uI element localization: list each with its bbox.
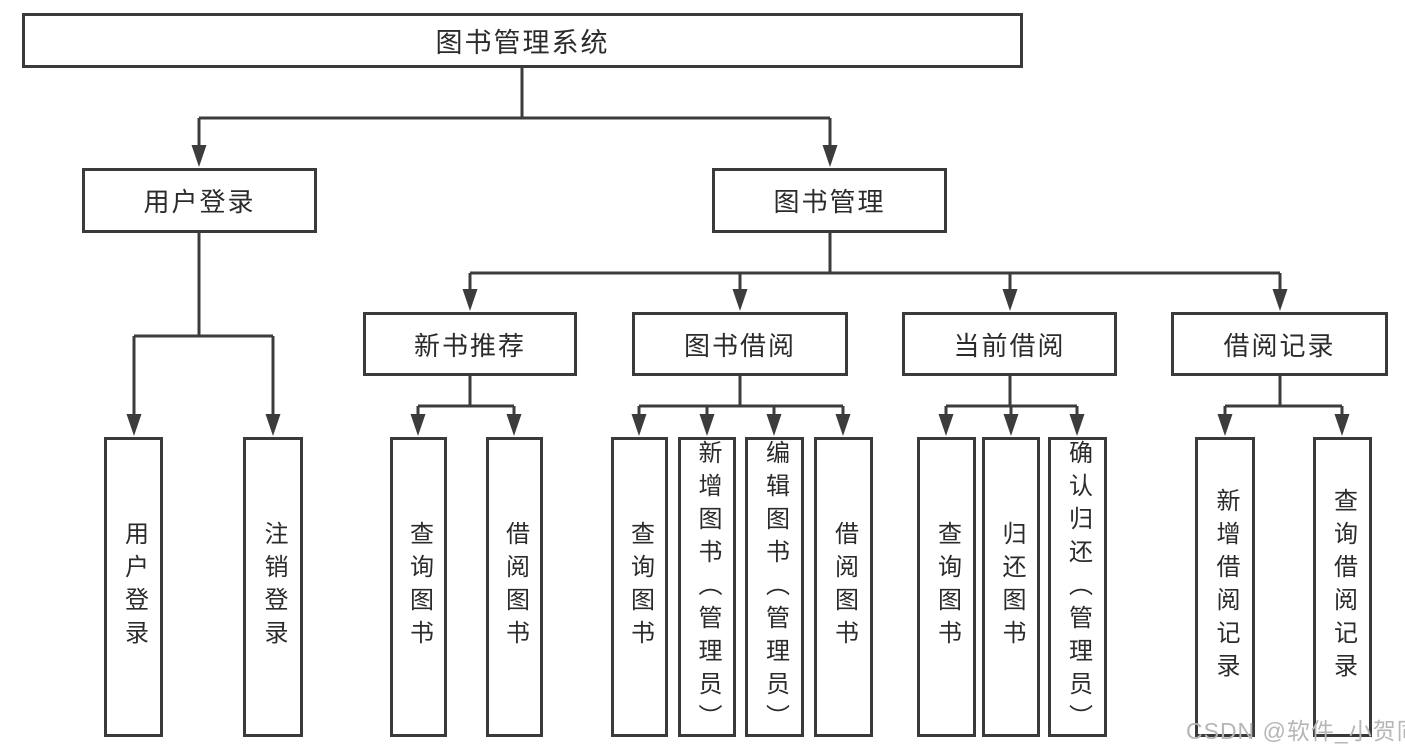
node-leaf-add-books-admin: 新增图书（管理员）	[678, 437, 736, 737]
node-book-management: 图书管理	[712, 168, 947, 233]
edge-root-to-level2	[191, 68, 838, 167]
arrowhead-icon	[1272, 289, 1288, 311]
arrowhead-icon	[732, 289, 748, 311]
node-leaf-confirm-return-admin: 确认归还（管理员）	[1048, 437, 1107, 737]
node-leaf-user-login: 用户登录	[104, 437, 163, 737]
edge-borrow-to-leaves	[631, 376, 851, 436]
arrowhead-icon	[1003, 414, 1019, 436]
node-leaf-borrow-books-2: 借阅图书	[814, 437, 873, 737]
node-leaf-borrow-books-1: 借阅图书	[486, 437, 543, 737]
arrowhead-icon	[699, 414, 715, 436]
edge-login-to-leaves	[126, 233, 281, 436]
arrowhead-icon	[1217, 414, 1233, 436]
node-leaf-query-books-2: 查询图书	[611, 437, 668, 737]
arrowhead-icon	[1334, 414, 1350, 436]
node-current-borrow: 当前借阅	[902, 312, 1117, 376]
node-user-login: 用户登录	[82, 168, 317, 233]
node-leaf-query-books-3: 查询图书	[917, 437, 976, 737]
arrowhead-icon	[410, 414, 426, 436]
node-new-book-recommend: 新书推荐	[363, 312, 577, 376]
edge-record-to-leaves	[1217, 376, 1350, 436]
arrowhead-icon	[462, 289, 478, 311]
arrowhead-icon	[766, 414, 782, 436]
edge-current-to-leaves	[938, 376, 1085, 436]
arrowhead-icon	[822, 145, 838, 167]
arrowhead-icon	[191, 145, 207, 167]
node-leaf-add-borrow-record: 新增借阅记录	[1195, 437, 1255, 737]
csdn-watermark: CSDN @软件_小贺同学	[1186, 718, 1405, 744]
edge-newbook-to-leaves	[410, 376, 522, 436]
edge-mgmt-to-level3	[462, 233, 1288, 311]
node-leaf-query-books-1: 查询图书	[390, 437, 447, 737]
node-leaf-query-borrow-record: 查询借阅记录	[1313, 437, 1372, 737]
arrowhead-icon	[265, 414, 281, 436]
arrowhead-icon	[1002, 289, 1018, 311]
node-root-system: 图书管理系统	[22, 13, 1023, 68]
arrowhead-icon	[1069, 414, 1085, 436]
arrowhead-icon	[938, 414, 954, 436]
arrowhead-icon	[126, 414, 142, 436]
arrowhead-icon	[506, 414, 522, 436]
node-book-borrow: 图书借阅	[632, 312, 848, 376]
node-leaf-return-books: 归还图书	[982, 437, 1040, 737]
node-borrow-record: 借阅记录	[1171, 312, 1388, 376]
arrowhead-icon	[835, 414, 851, 436]
node-leaf-edit-books-admin: 编辑图书（管理员）	[745, 437, 804, 737]
arrowhead-icon	[631, 414, 647, 436]
node-leaf-logout: 注销登录	[243, 437, 303, 737]
